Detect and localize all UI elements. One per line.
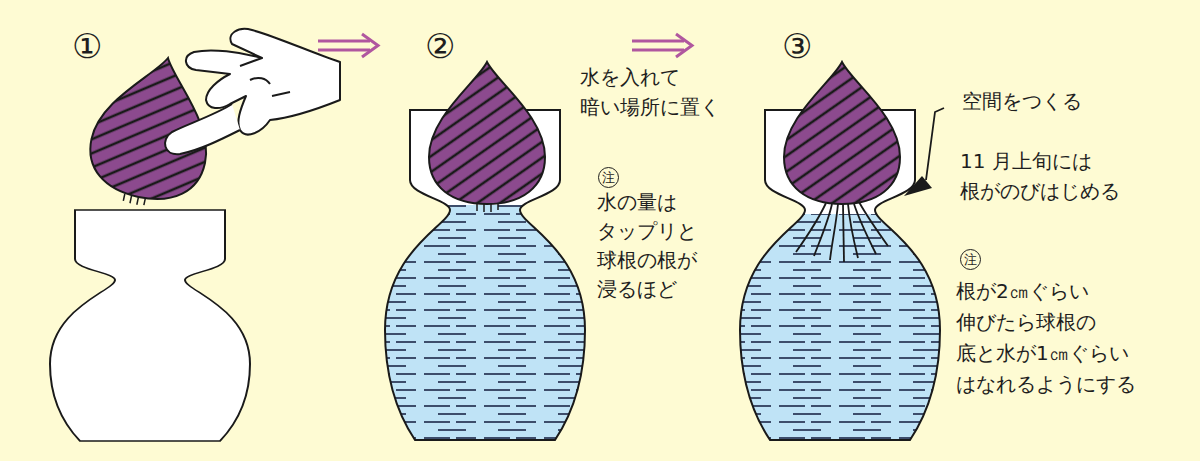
note-text: 根が2㎝ぐらい 伸びたら球根の 底と水が1㎝ぐらい はなれるようにする (956, 276, 1188, 400)
callout-number: ② (425, 28, 455, 64)
callout-number: ① (72, 28, 102, 64)
note-mark: 注 (960, 249, 981, 270)
callout-label: 空間をつくる (962, 86, 1162, 116)
bulb (429, 62, 545, 212)
instruction-text: 11 月上旬には 根がのびはじめる (960, 146, 1145, 206)
bulb (784, 62, 900, 204)
leader-line (904, 108, 944, 196)
note-mark: 注 (598, 167, 619, 188)
step-arrow (318, 34, 692, 57)
note-text: 水の量は タップリと 球根の根が 浸るほど (597, 188, 719, 304)
callout-number: ③ (782, 28, 812, 64)
roots (796, 202, 888, 262)
vase (50, 210, 250, 441)
instruction-text: 水を入れて 暗い場所に置く (580, 62, 740, 122)
hand (165, 29, 340, 154)
